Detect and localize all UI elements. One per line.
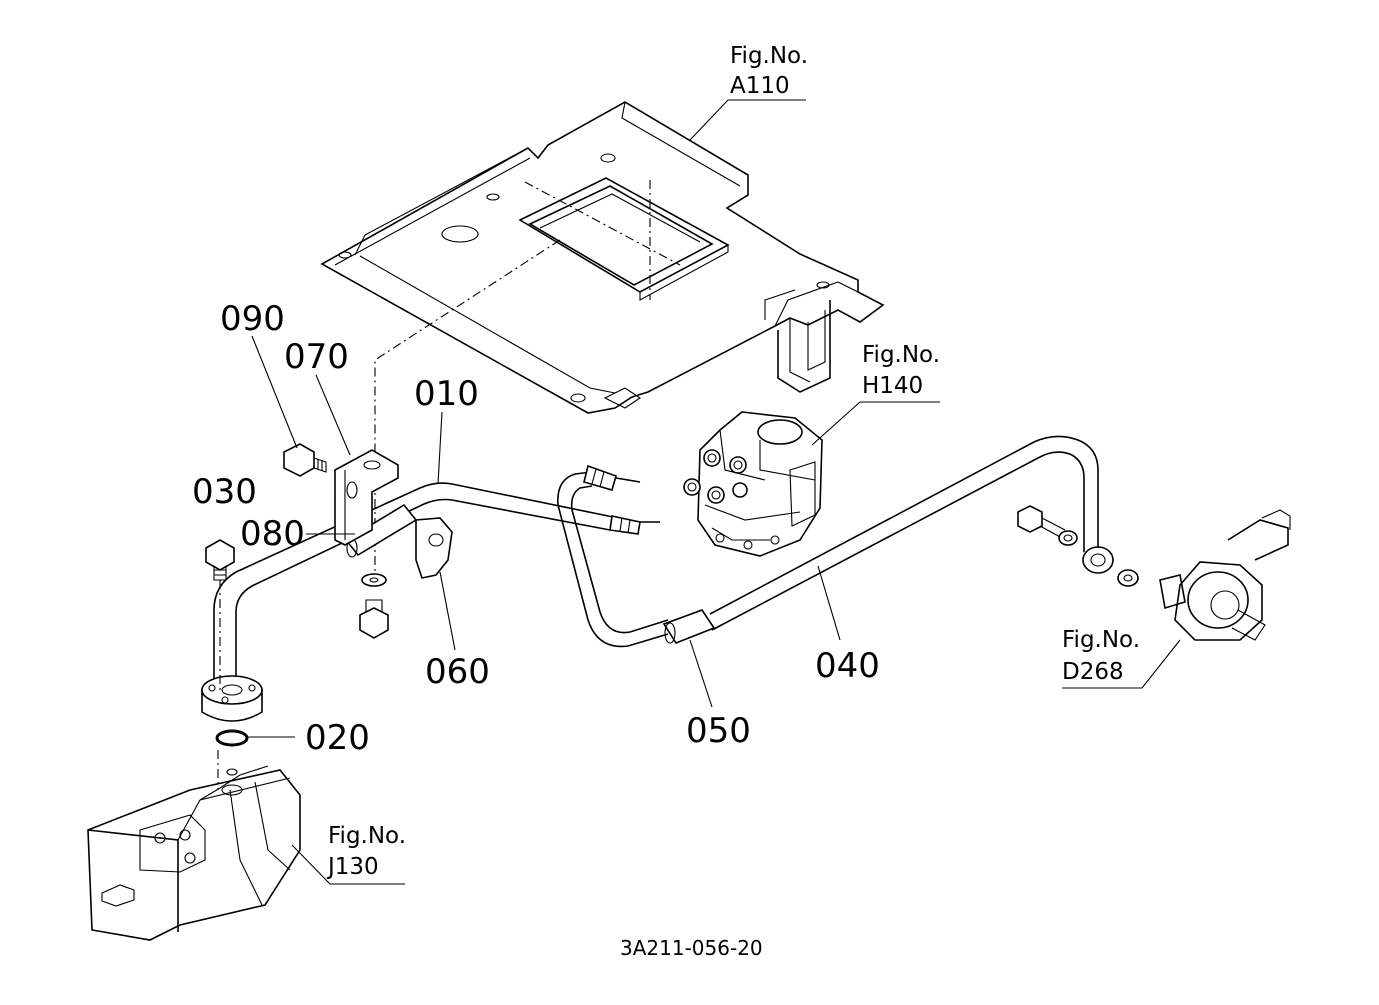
- svg-text:080: 080: [240, 514, 305, 554]
- svg-text:020: 020: [305, 718, 370, 758]
- part-label-010: 010: [414, 374, 479, 485]
- part-label-040: 040: [815, 565, 880, 686]
- svg-text:070: 070: [284, 337, 349, 377]
- washer-nut: [359, 573, 389, 639]
- pipe-050: [557, 464, 716, 648]
- svg-text:010: 010: [414, 374, 479, 414]
- part-label-020: 020: [248, 718, 370, 758]
- pipe-010: [213, 482, 660, 690]
- fig-ref-d268: Fig.No. D268: [1062, 627, 1181, 689]
- fig-ref-h140-line2: H140: [862, 373, 923, 399]
- part-label-030: 030: [192, 472, 257, 512]
- svg-text:090: 090: [220, 299, 285, 339]
- fig-ref-h140: Fig.No. H140: [811, 342, 940, 446]
- fig-ref-a110-line1: Fig.No.: [730, 43, 808, 69]
- svg-text:060: 060: [425, 652, 490, 692]
- svg-text:040: 040: [815, 646, 880, 686]
- pipe-flange: [201, 675, 263, 747]
- fig-ref-d268-line1: Fig.No.: [1062, 627, 1140, 653]
- bolt-030: [205, 539, 235, 790]
- fig-ref-h140-line1: Fig.No.: [862, 342, 940, 368]
- drawing-number: 3A211-056-20: [620, 936, 763, 960]
- part-label-050: 050: [686, 639, 751, 751]
- svg-text:050: 050: [686, 711, 751, 751]
- fig-ref-d268-line2: D268: [1062, 659, 1124, 685]
- part-label-070: 070: [284, 337, 351, 456]
- clip-060: [415, 517, 453, 579]
- part-label-090: 090: [220, 299, 298, 449]
- fig-ref-j130: Fig.No. J130: [291, 823, 406, 885]
- fig-ref-a110-line2: A110: [730, 73, 790, 99]
- bolt-090: [283, 443, 327, 477]
- part-label-060: 060: [425, 571, 490, 692]
- steering-valve: [683, 411, 823, 557]
- hydraulic-pump: [87, 765, 301, 941]
- pipe-040: [709, 435, 1099, 631]
- part-label-080: 080: [240, 514, 355, 554]
- fig-ref-j130-line2: J130: [326, 854, 379, 880]
- fig-ref-j130-line1: Fig.No.: [328, 823, 406, 849]
- steering-cylinder: [1017, 505, 1291, 641]
- svg-text:030: 030: [192, 472, 257, 512]
- fig-ref-a110: Fig.No. A110: [689, 43, 808, 141]
- bracket-070: [334, 449, 399, 546]
